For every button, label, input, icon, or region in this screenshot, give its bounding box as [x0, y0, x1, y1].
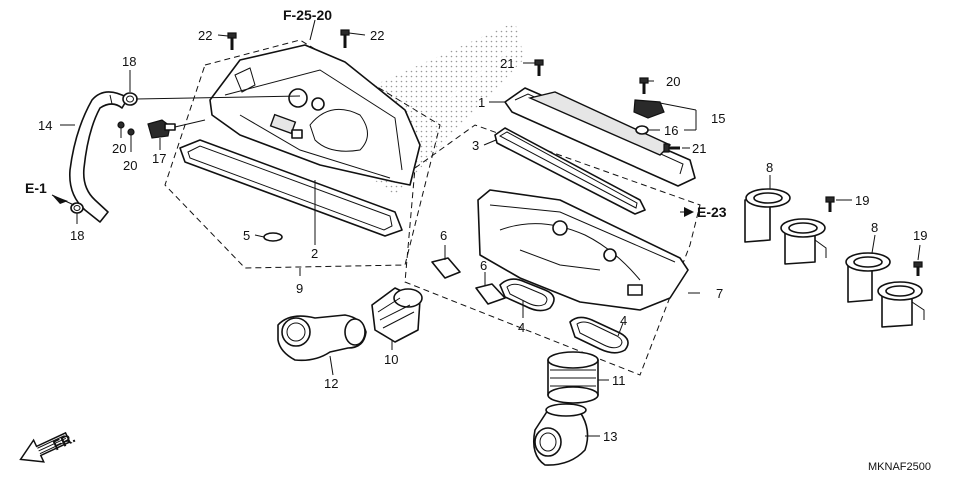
callout-18-bottom: 18: [70, 228, 84, 243]
group-9-boundary: [164, 39, 441, 269]
bolt-22-left: [227, 32, 237, 50]
callout-5: 5: [243, 228, 250, 243]
ref-f-25-20: F-25-20: [283, 7, 332, 23]
callout-8-top: 8: [766, 160, 773, 175]
callout-15: 15: [711, 111, 725, 126]
breather-hose-14: [68, 91, 129, 223]
grommet-5: [263, 232, 283, 242]
callout-6-left: 6: [440, 228, 447, 243]
callout-6-right: 6: [480, 258, 487, 273]
joint-11: [547, 351, 599, 404]
callout-22-left: 22: [198, 28, 212, 43]
group-7-boundary: [404, 124, 701, 376]
leader-lines: [60, 19, 921, 437]
air-filter-element-1: [504, 87, 696, 187]
funnel-8-top: [744, 188, 827, 265]
callout-14: 14: [38, 118, 52, 133]
bolt-19-bottom: [913, 261, 923, 276]
callout-22-right: 22: [370, 28, 384, 43]
callout-16: 16: [664, 123, 678, 138]
bolt-20-right: [639, 77, 649, 94]
callout-18-top: 18: [122, 54, 136, 69]
callout-20-left-a: 20: [112, 141, 126, 156]
callout-21-right: 21: [692, 141, 706, 156]
bolt-22-right: [340, 29, 350, 48]
cover-gasket-2: [179, 139, 403, 237]
callout-7: 7: [716, 286, 723, 301]
washer-16: [635, 125, 649, 135]
bolt-20-left-b: [127, 128, 135, 136]
ref-e-23-arrow: [684, 207, 694, 217]
callout-20-left-b: 20: [123, 158, 137, 173]
front-direction-arrow: [19, 431, 71, 463]
gasket-4-left: [499, 278, 555, 312]
bolt-20-left-a: [117, 121, 125, 129]
callout-21-top: 21: [500, 56, 514, 71]
callout-2: 2: [311, 246, 318, 261]
callout-20-right: 20: [666, 74, 680, 89]
air-cleaner-cover: [209, 44, 421, 186]
connecting-tube-10: [371, 287, 423, 343]
bolt-19-top: [825, 196, 835, 212]
callout-3: 3: [472, 138, 479, 153]
bolt-21-top: [534, 59, 544, 76]
clamp-18-top: [122, 92, 138, 106]
air-cleaner-case-7: [477, 189, 689, 311]
callout-19-bottom: 19: [913, 228, 927, 243]
diagram-code: MKNAF2500: [868, 461, 931, 473]
bolt-21-right: [663, 143, 680, 153]
element-seal-3: [494, 127, 646, 215]
sensor-15: [633, 99, 665, 119]
ref-e-23: E-23: [697, 204, 727, 220]
funnel-8-bottom: [845, 252, 925, 328]
intake-duct-13: [532, 403, 589, 466]
callout-4-right: 4: [620, 313, 627, 328]
callout-17: 17: [152, 151, 166, 166]
pad-6-right: [475, 283, 506, 305]
callout-11: 11: [612, 373, 626, 388]
callout-1: 1: [478, 95, 485, 110]
valve-17: [147, 119, 176, 139]
callout-8-bottom: 8: [871, 220, 878, 235]
gasket-4-right: [569, 316, 629, 354]
callout-4-left: 4: [518, 320, 525, 335]
pad-6-left: [431, 257, 461, 279]
fr-label: FR.: [50, 429, 77, 453]
callout-9: 9: [296, 281, 303, 296]
callout-19-top: 19: [855, 193, 869, 208]
ref-e-1: E-1: [25, 180, 47, 196]
callout-13: 13: [603, 429, 617, 444]
callout-10: 10: [384, 352, 398, 367]
intake-duct-12: [277, 314, 367, 362]
callout-12: 12: [324, 376, 338, 391]
